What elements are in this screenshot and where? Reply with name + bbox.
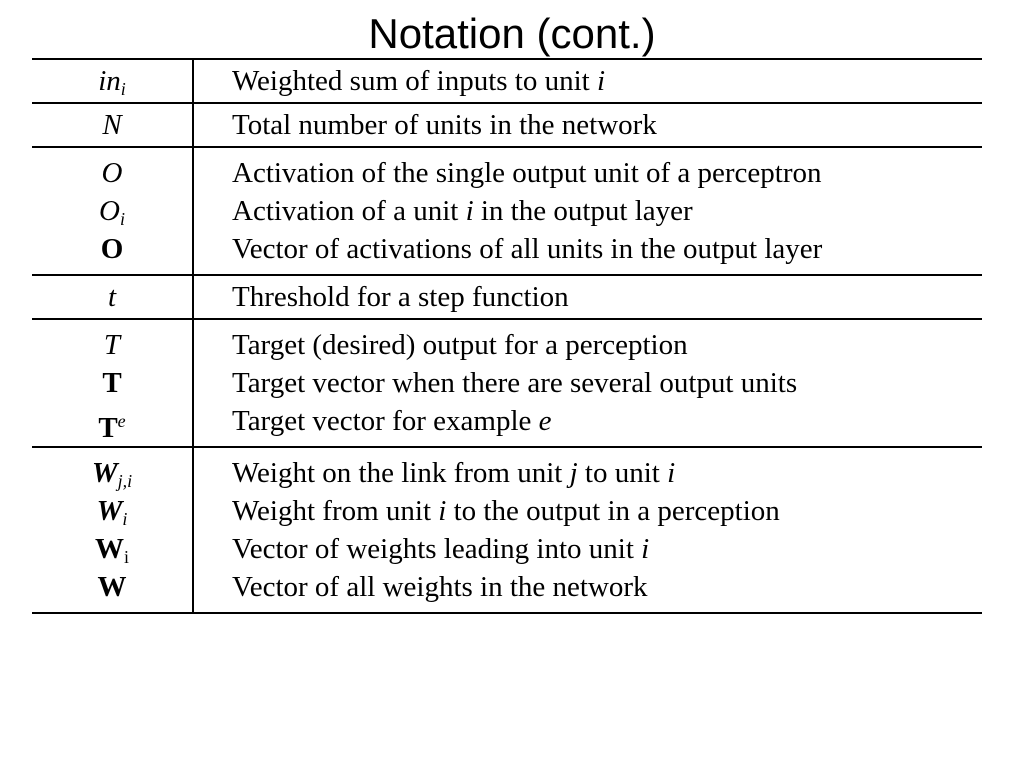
- symbol-cell: N: [32, 102, 194, 147]
- description-text: Vector of activations of all units in th…: [232, 233, 823, 265]
- symbol-base: T: [98, 411, 118, 444]
- description-text: Target (desired) output for a perception: [232, 329, 688, 361]
- notation-group: N Total number of units in the network: [32, 102, 982, 147]
- notation-description: Vector of weights leading into unit i: [232, 530, 982, 568]
- description-cell: Activation of the single output unit of …: [193, 146, 982, 275]
- notation-description: Total number of units in the network: [232, 106, 982, 144]
- notation-description: Weight on the link from unit j to unit i: [232, 454, 982, 492]
- notation-symbol: O: [32, 154, 192, 192]
- description-variable: i: [438, 495, 447, 527]
- description-text: Activation of a unit: [232, 195, 466, 227]
- description-text: Target vector when there are several out…: [232, 367, 798, 399]
- notation-description: Weighted sum of inputs to unit i: [232, 62, 982, 100]
- symbol-subscript: i: [124, 547, 129, 568]
- notation-description: Target vector when there are several out…: [232, 364, 982, 402]
- description-variable: e: [538, 405, 552, 437]
- description-cell: Threshold for a step function: [193, 274, 982, 319]
- description-text: Threshold for a step function: [232, 281, 569, 313]
- symbol-base: in: [98, 65, 121, 97]
- symbol-superscript: e: [117, 411, 126, 431]
- notation-description: Vector of activations of all units in th…: [232, 230, 982, 268]
- symbol-base: T: [102, 367, 122, 399]
- symbol-cell: ini: [32, 58, 194, 103]
- symbol-base: W: [96, 495, 123, 527]
- description-text: to unit: [577, 457, 668, 489]
- notation-symbol: Wj,i: [32, 454, 192, 492]
- description-text: Target vector for example: [232, 405, 539, 437]
- symbol-base: O: [101, 157, 123, 189]
- notation-symbol: N: [32, 106, 192, 144]
- description-cell: Target (desired) output for a perception…: [193, 318, 982, 447]
- slide-title: Notation (cont.): [368, 10, 656, 57]
- symbol-base: O: [100, 233, 124, 265]
- description-text: to the output in a perception: [446, 495, 780, 527]
- notation-symbol: O: [32, 230, 192, 268]
- notation-symbol: Wi: [32, 492, 192, 530]
- description-text: Vector of all weights in the network: [232, 571, 648, 603]
- notation-symbol: W: [32, 568, 192, 606]
- notation-symbol: Te: [32, 402, 192, 444]
- description-cell: Weighted sum of inputs to unit i: [193, 58, 982, 103]
- symbol-base: T: [103, 329, 121, 361]
- symbol-base: O: [99, 195, 120, 227]
- description-variable: i: [667, 457, 676, 489]
- notation-symbol: T: [32, 364, 192, 402]
- symbol-base: W: [97, 571, 127, 603]
- notation-description: Weight from unit i to the output in a pe…: [232, 492, 982, 530]
- description-text: Activation of the single output unit of …: [232, 157, 822, 189]
- description-variable: j: [569, 457, 578, 489]
- notation-description: Threshold for a step function: [232, 278, 982, 316]
- description-variable: i: [641, 533, 650, 565]
- notation-description: Target (desired) output for a perception: [232, 326, 982, 364]
- description-text: Total number of units in the network: [232, 109, 657, 141]
- symbol-subscript: i: [120, 79, 126, 100]
- notation-description: Activation of a unit i in the output lay…: [232, 192, 982, 230]
- notation-description: Activation of the single output unit of …: [232, 154, 982, 192]
- notation-symbol: ini: [32, 62, 192, 100]
- symbol-subscript: i: [119, 209, 125, 230]
- symbol-subscript: j,i: [117, 471, 133, 492]
- symbol-base: t: [107, 281, 117, 313]
- description-text: Weight on the link from unit: [232, 457, 570, 489]
- symbol-base: W: [91, 457, 118, 489]
- notation-symbol: Wi: [32, 530, 192, 568]
- notation-symbol: t: [32, 278, 192, 316]
- symbol-base: N: [102, 109, 122, 141]
- notation-description: Vector of all weights in the network: [232, 568, 982, 606]
- notation-symbol: Oi: [32, 192, 192, 230]
- symbol-subscript: i: [122, 509, 128, 530]
- description-cell: Total number of units in the network: [193, 102, 982, 147]
- description-cell: Weight on the link from unit j to unit i…: [193, 446, 982, 614]
- description-text: Weight from unit: [232, 495, 439, 527]
- description-variable: i: [596, 65, 606, 97]
- description-variable: i: [465, 195, 474, 227]
- symbol-base: W: [95, 533, 124, 565]
- notation-description: Target vector for example e: [232, 402, 982, 440]
- description-text: in the output layer: [473, 195, 693, 227]
- symbol-cell: t: [32, 274, 194, 319]
- description-text: Vector of weights leading into unit: [232, 533, 642, 565]
- notation-group: t Threshold for a step function: [32, 274, 982, 319]
- notation-symbol: T: [32, 326, 192, 364]
- description-text: Weighted sum of inputs to unit: [232, 65, 597, 97]
